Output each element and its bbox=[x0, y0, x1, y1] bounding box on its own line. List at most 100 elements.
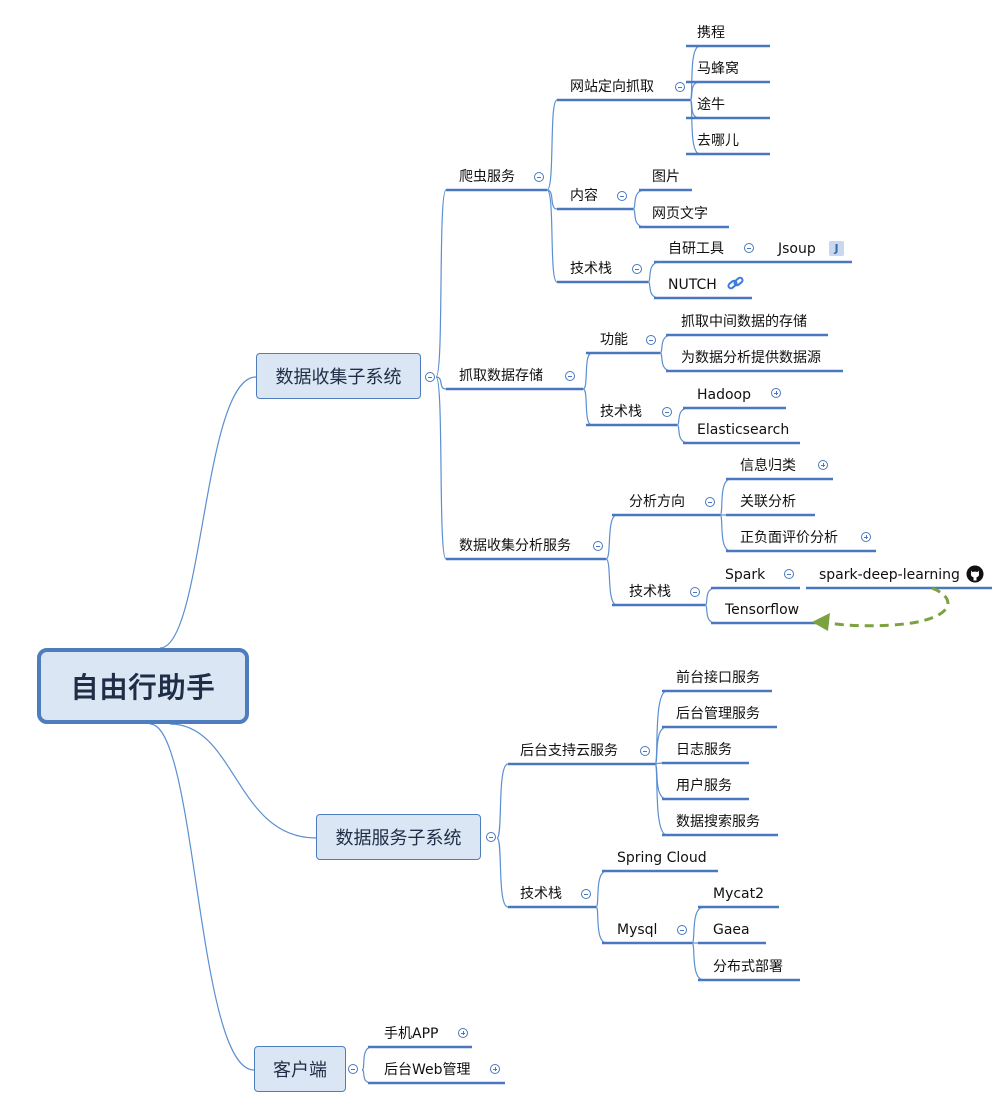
node-mysql-item[interactable]: Gaea bbox=[713, 922, 750, 938]
topic-data-collection[interactable]: 数据收集子系统 bbox=[256, 353, 421, 399]
collapse-icon[interactable] bbox=[486, 832, 496, 842]
collapse-icon[interactable] bbox=[593, 541, 603, 551]
node-content-item[interactable]: 网页文字 bbox=[652, 206, 708, 222]
collapse-icon[interactable] bbox=[744, 243, 754, 253]
node-analysis-direction[interactable]: 分析方向 bbox=[629, 494, 685, 510]
node-nutch[interactable]: NUTCH bbox=[668, 277, 717, 293]
collapse-icon[interactable] bbox=[705, 497, 715, 507]
node-data-storage[interactable]: 抓取数据存储 bbox=[459, 368, 543, 384]
topic-client[interactable]: 客户端 bbox=[254, 1046, 346, 1092]
expand-icon[interactable] bbox=[490, 1064, 500, 1074]
collapse-icon[interactable] bbox=[690, 587, 700, 597]
connector-line bbox=[435, 376, 447, 390]
link-icon[interactable] bbox=[726, 275, 746, 293]
node-site[interactable]: 去哪儿 bbox=[697, 133, 739, 149]
root-topic-label: 自由行助手 bbox=[70, 671, 216, 704]
node-crawler-tech[interactable]: 技术栈 bbox=[570, 261, 612, 277]
expand-icon[interactable] bbox=[771, 388, 781, 398]
node-content[interactable]: 内容 bbox=[570, 188, 598, 204]
expand-icon[interactable] bbox=[458, 1028, 468, 1038]
node-site[interactable]: 携程 bbox=[697, 25, 725, 41]
node-service-tech[interactable]: 技术栈 bbox=[520, 886, 562, 902]
connector-line bbox=[496, 763, 509, 839]
connector-line bbox=[704, 587, 717, 606]
node-site[interactable]: 途牛 bbox=[697, 97, 725, 113]
node-mysql[interactable]: Mysql bbox=[617, 922, 658, 938]
connector-line bbox=[689, 99, 701, 155]
collapse-icon[interactable] bbox=[640, 746, 650, 756]
expand-icon[interactable] bbox=[861, 532, 871, 542]
node-storage-tech[interactable]: 技术栈 bbox=[600, 404, 642, 420]
node-cloud-item[interactable]: 后台管理服务 bbox=[676, 706, 760, 722]
node-mysql-item[interactable]: 分布式部署 bbox=[713, 959, 783, 975]
topic-data-service-label: 数据服务子系统 bbox=[335, 828, 462, 849]
connector-line bbox=[691, 942, 705, 981]
node-elasticsearch[interactable]: Elasticsearch bbox=[697, 422, 790, 438]
node-analysis-service[interactable]: 数据收集分析服务 bbox=[459, 538, 571, 554]
root-topic[interactable]: 自由行助手 bbox=[37, 648, 249, 724]
java-icon: J bbox=[829, 241, 844, 256]
connector-line bbox=[546, 189, 558, 283]
collapse-icon[interactable] bbox=[662, 407, 672, 417]
connector-line bbox=[149, 723, 255, 1071]
node-feature-item[interactable]: 抓取中间数据的存储 bbox=[681, 314, 807, 330]
node-cloud-item[interactable]: 用户服务 bbox=[676, 778, 732, 794]
connector-line bbox=[595, 906, 608, 944]
connector-line bbox=[169, 723, 317, 839]
collapse-icon[interactable] bbox=[632, 264, 642, 274]
node-crawler-service[interactable]: 爬虫服务 bbox=[459, 169, 515, 185]
collapse-icon[interactable] bbox=[677, 925, 687, 935]
topic-client-label: 客户端 bbox=[273, 1060, 327, 1081]
node-content-item[interactable]: 图片 bbox=[652, 169, 680, 185]
collapse-icon[interactable] bbox=[425, 372, 435, 382]
node-self-dev-tool[interactable]: 自研工具 bbox=[668, 241, 724, 257]
node-mobile-app[interactable]: 手机APP bbox=[384, 1026, 439, 1042]
node-features[interactable]: 功能 bbox=[600, 332, 628, 348]
node-direction-item[interactable]: 关联分析 bbox=[740, 494, 796, 510]
github-icon[interactable] bbox=[965, 564, 985, 584]
collapse-icon[interactable] bbox=[348, 1064, 358, 1074]
topic-data-service[interactable]: 数据服务子系统 bbox=[316, 814, 481, 860]
connector-line bbox=[676, 407, 690, 426]
collapse-icon[interactable] bbox=[565, 371, 575, 381]
connector-line bbox=[632, 208, 646, 228]
node-spark[interactable]: Spark bbox=[725, 567, 766, 583]
connector-line bbox=[496, 837, 509, 908]
node-feature-item[interactable]: 为数据分析提供数据源 bbox=[681, 350, 821, 366]
connector-line bbox=[632, 189, 646, 210]
node-direction-item[interactable]: 信息归类 bbox=[740, 458, 796, 474]
connector-line bbox=[659, 352, 673, 372]
connector-line bbox=[605, 558, 618, 606]
node-cloud-item[interactable]: 日志服务 bbox=[676, 742, 732, 758]
connector-line bbox=[704, 604, 717, 624]
node-jsoup[interactable]: Jsoup bbox=[778, 241, 816, 257]
node-direction-item[interactable]: 正负面评价分析 bbox=[740, 530, 838, 546]
node-cloud-item[interactable]: 数据搜索服务 bbox=[676, 814, 760, 830]
node-targeted-crawl[interactable]: 网站定向抓取 bbox=[570, 79, 654, 95]
collapse-icon[interactable] bbox=[617, 191, 627, 201]
connector-line bbox=[361, 1046, 373, 1071]
node-mysql-item[interactable]: Mycat2 bbox=[713, 886, 765, 902]
node-hadoop[interactable]: Hadoop bbox=[697, 387, 752, 403]
collapse-icon[interactable] bbox=[784, 569, 794, 579]
node-spring-cloud[interactable]: Spring Cloud bbox=[617, 850, 707, 866]
node-tensorflow[interactable]: Tensorflow bbox=[725, 602, 800, 618]
relationship-arrow bbox=[821, 586, 950, 628]
node-site[interactable]: 马蜂窝 bbox=[697, 61, 739, 77]
collapse-icon[interactable] bbox=[675, 82, 685, 92]
node-analysis-tech[interactable]: 技术栈 bbox=[629, 584, 671, 600]
expand-icon[interactable] bbox=[818, 460, 828, 470]
connector-line bbox=[361, 1069, 373, 1084]
connector-line bbox=[719, 478, 732, 516]
node-spark-deep-learning[interactable]: spark-deep-learning bbox=[819, 567, 960, 583]
node-cloud-service[interactable]: 后台支持云服务 bbox=[520, 743, 618, 759]
collapse-icon[interactable] bbox=[646, 335, 656, 345]
collapse-icon[interactable] bbox=[534, 172, 544, 182]
collapse-icon[interactable] bbox=[581, 889, 591, 899]
connector-line bbox=[647, 261, 661, 283]
connector-line bbox=[691, 906, 705, 944]
node-web-admin[interactable]: 后台Web管理 bbox=[384, 1062, 471, 1078]
node-cloud-item[interactable]: 前台接口服务 bbox=[676, 670, 760, 686]
relationship-arrowhead bbox=[812, 613, 830, 631]
connector-line bbox=[582, 352, 593, 390]
